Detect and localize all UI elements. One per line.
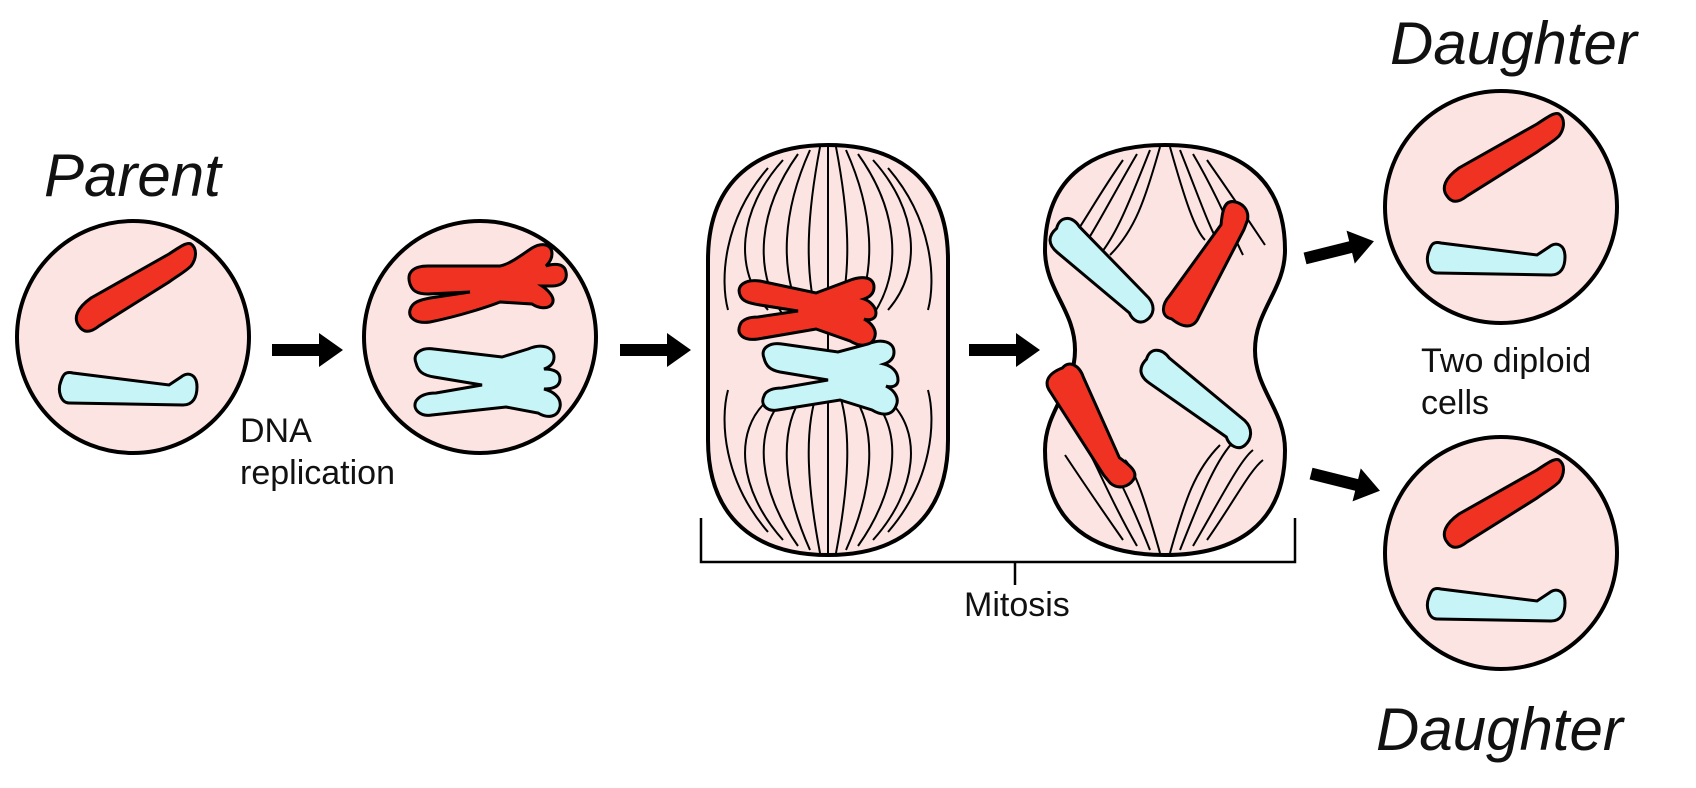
daughter-cell-top <box>1383 89 1619 325</box>
arrow-icon <box>620 333 691 367</box>
arrow-icon <box>969 333 1040 367</box>
arrow-icon <box>1300 224 1379 275</box>
mitosis-bracket <box>699 518 1297 585</box>
daughter-cell-bottom <box>1383 435 1619 671</box>
two-diploid-line-1: Two diploid <box>1421 342 1592 380</box>
two-diploid-cells-label: Two diploid cells <box>1421 340 1591 424</box>
metaphase-cell <box>706 142 950 558</box>
red-chromosome <box>1442 458 1565 549</box>
red-chromatid-bottom <box>1045 362 1137 489</box>
dna-replication-line-1: DNA <box>240 412 312 450</box>
parent-label: Parent <box>44 142 221 209</box>
daughter-top-label: Daughter <box>1390 10 1637 77</box>
replicated-cell <box>362 219 598 455</box>
cyan-chromatids <box>761 339 900 416</box>
parent-cell <box>15 219 251 455</box>
dna-replication-line-2: replication <box>240 454 395 492</box>
cyan-chromosome <box>57 371 199 407</box>
cyan-chromatids <box>413 344 562 418</box>
cyan-chromosome <box>1425 241 1567 277</box>
daughter-bottom-label: Daughter <box>1376 696 1623 763</box>
mitosis-label: Mitosis <box>964 586 1070 624</box>
anaphase-cell <box>1042 142 1288 558</box>
arrow-icon <box>1306 457 1385 508</box>
two-diploid-line-2: cells <box>1421 384 1490 422</box>
cyan-chromatid-bottom <box>1139 348 1253 450</box>
cyan-chromosome <box>1425 587 1567 623</box>
arrow-icon <box>272 333 343 367</box>
red-chromatids <box>407 243 568 324</box>
dna-replication-label: DNA replication <box>240 410 395 494</box>
red-chromosome <box>74 242 197 333</box>
red-chromosome <box>1442 112 1565 203</box>
red-chromatid-top <box>1161 200 1250 328</box>
cyan-chromatid-top <box>1048 216 1155 324</box>
red-chromatids <box>737 276 878 347</box>
